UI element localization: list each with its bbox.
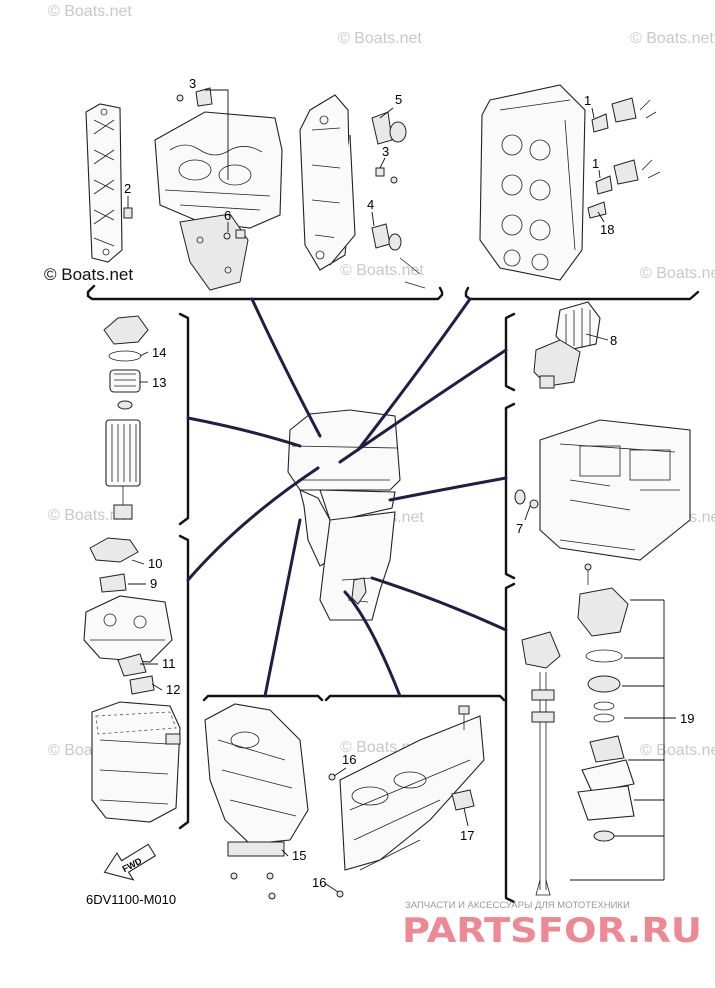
callout-7: 7	[516, 521, 523, 536]
thermostat-5	[371, 111, 393, 145]
callout-12: 12	[166, 682, 180, 697]
callout-16: 16	[312, 875, 326, 890]
watermark-boats: © Boats.net	[48, 507, 132, 524]
callout-5: 5	[395, 92, 402, 107]
watermark-boats: © Boats.net	[640, 265, 715, 282]
watermark-boats: © Boats.net	[48, 3, 132, 20]
callout-4: 4	[367, 197, 374, 212]
cylinder-head-assembly	[479, 84, 661, 281]
watermark-boats: © Boats.net	[640, 742, 715, 759]
callout-8: 8	[610, 333, 617, 348]
watermark-boats: © Boats.net	[630, 30, 714, 47]
callout-11: 11	[162, 656, 176, 671]
group-brackets	[86, 284, 700, 904]
diagram-code: 6DV1100-M010	[86, 892, 176, 907]
fwd-arrow-icon: FWD	[103, 843, 157, 881]
oil-pan-assembly	[514, 419, 691, 561]
callout-10: 10	[148, 556, 162, 571]
vapor-separator-assembly: FWD	[83, 537, 181, 881]
outboard-motor	[287, 409, 401, 621]
callout-2: 2	[124, 181, 131, 196]
exhaust-cover-assembly	[85, 87, 283, 291]
callout-1: 1	[592, 156, 599, 171]
callout-6: 6	[224, 208, 231, 223]
partsfor-caption: ЗАПЧАСТИ И АКСЕССУАРЫ ДЛЯ МОТОТЕХНИКИ	[405, 900, 630, 911]
exhaust-guide-assembly	[204, 703, 309, 900]
trim-tab-17	[451, 789, 475, 811]
callout-19: 19	[680, 711, 694, 726]
mount-plate-15	[227, 841, 285, 857]
callout-3: 3	[189, 76, 196, 91]
connector-lines	[186, 297, 508, 698]
water-pump-assembly	[521, 563, 635, 896]
watermark-boats-strong: © Boats.net	[44, 265, 133, 284]
callout-3: 3	[382, 144, 389, 159]
watermark-boats: © Boats.net	[340, 262, 424, 279]
fuel-filter-assembly	[103, 315, 149, 520]
oil-filter-assembly	[533, 301, 601, 389]
partsfor-logo: PARTSFOR.RU	[402, 911, 702, 951]
callout-16: 16	[342, 752, 356, 767]
callout-1: 1	[584, 93, 591, 108]
anode-2	[123, 207, 133, 219]
callout-9: 9	[150, 576, 157, 591]
callout-15: 15	[292, 848, 306, 863]
callout-18: 18	[600, 222, 614, 237]
callout-numbers: 1 1 2 3 3 4 5 6 7 8 9 10 11 12 13 14 15 …	[124, 76, 694, 890]
leader-lines	[127, 89, 676, 893]
watermark-boats: © Boats.net	[338, 30, 422, 47]
callout-13: 13	[152, 375, 166, 390]
callout-14: 14	[152, 345, 166, 360]
lower-case-assembly	[328, 705, 485, 898]
callout-17: 17	[460, 828, 474, 843]
thermostat-cover-assembly	[299, 94, 426, 289]
